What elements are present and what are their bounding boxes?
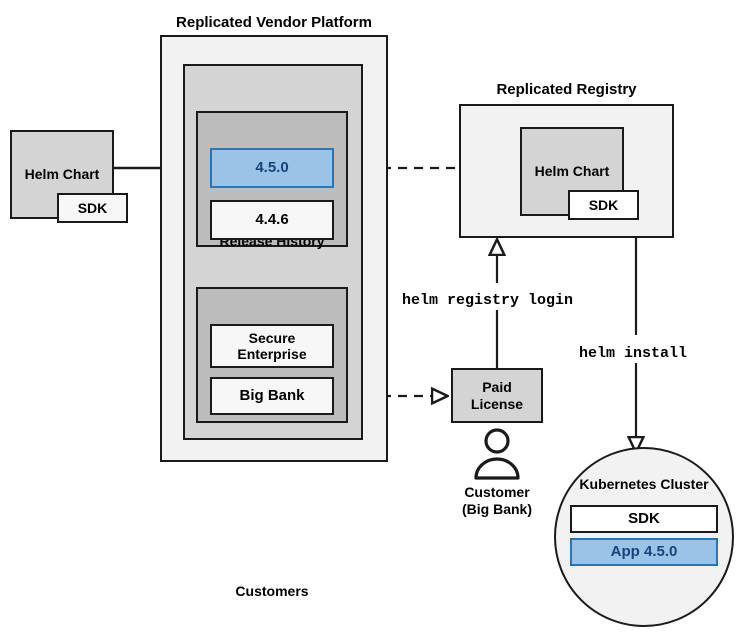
node-release-4-5-0[interactable]: 4.5.0 [210,148,334,188]
node-release-4-4-6-label: 4.4.6 [255,211,289,229]
label-kubernetes-cluster: Kubernetes Cluster [579,476,709,492]
secure-enterprise-line-1: Secure [248,329,296,346]
node-helm-chart-source-label: Helm Chart [24,166,100,183]
node-cluster-app-label: App 4.5.0 [610,543,678,561]
node-release-4-5-0-label: 4.5.0 [255,159,289,177]
node-customer-secure-enterprise-label: Secure Enterprise [237,330,306,362]
node-sdk-registry-label: SDK [588,196,619,213]
node-helm-chart-registry-label: Helm Chart [534,163,610,180]
secure-enterprise-line-2: Enterprise [237,346,307,362]
node-paid-license[interactable]: Paid License [451,368,543,423]
page-title-replicated-vendor-platform: Replicated Vendor Platform [176,14,372,31]
node-customer-big-bank[interactable]: Big Bank [210,377,334,415]
command-label-helm-install: helm install [575,344,692,363]
actor-caption-line-2: (Big Bank) [462,500,532,517]
label-customers: Customers [235,583,309,599]
node-paid-license-label: Paid License [471,379,523,411]
node-sdk-source-label: SDK [77,199,108,216]
node-release-4-4-6[interactable]: 4.4.6 [210,200,334,240]
node-cluster-sdk[interactable]: SDK [570,505,718,533]
page-title-replicated-registry: Replicated Registry [496,81,637,98]
container-kubernetes-cluster [554,447,734,627]
customer-actor-icon [474,428,520,480]
command-label-helm-registry-login: helm registry login [398,291,578,310]
node-cluster-sdk-label: SDK [628,510,660,528]
paid-license-line-2: License [470,395,524,412]
paid-license-line-1: Paid [482,379,512,396]
node-customer-big-bank-label: Big Bank [239,387,305,405]
node-sdk-source[interactable]: SDK [57,193,128,223]
node-customer-secure-enterprise[interactable]: Secure Enterprise [210,324,334,368]
node-cluster-app-4-5-0[interactable]: App 4.5.0 [570,538,718,566]
actor-caption-line-1: Customer [464,484,530,500]
node-sdk-registry[interactable]: SDK [568,190,639,220]
customer-actor-caption: Customer (Big Bank) [427,484,567,518]
